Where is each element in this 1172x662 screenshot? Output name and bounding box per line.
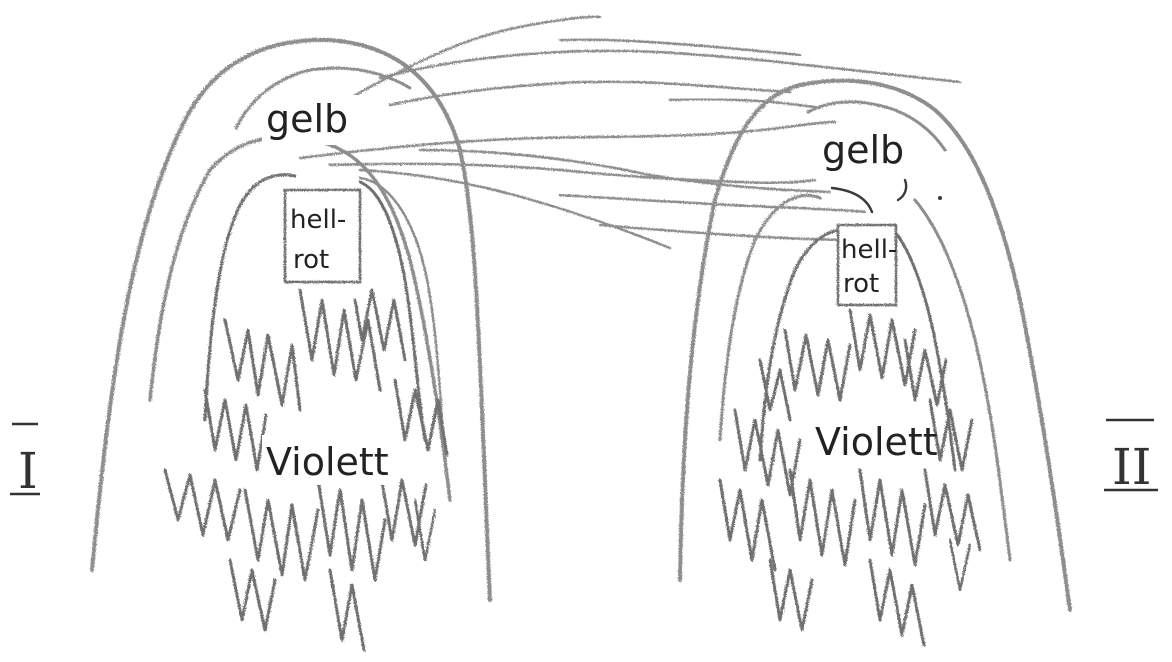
left-gelb-label: gelb	[266, 97, 348, 141]
left-hellrot-line2: rot	[293, 245, 329, 275]
right-violett-scribbles	[720, 310, 980, 645]
right-gelb-dot	[938, 196, 942, 200]
right-hellrot-line2: rot	[843, 269, 879, 299]
left-inner-arch	[205, 175, 295, 420]
right-gelb-hook	[832, 188, 872, 212]
numeral-left: I	[18, 442, 38, 500]
right-violett-label: Violett	[815, 420, 938, 464]
right-gelb-tick	[898, 180, 906, 200]
right-gelb-label: gelb	[822, 128, 904, 172]
left-hellrot-line1: hell-	[290, 205, 346, 235]
numeral-right: II	[1112, 438, 1152, 496]
left-violett-label: Violett	[266, 440, 389, 484]
right-hellrot-line1: hell-	[841, 235, 897, 265]
